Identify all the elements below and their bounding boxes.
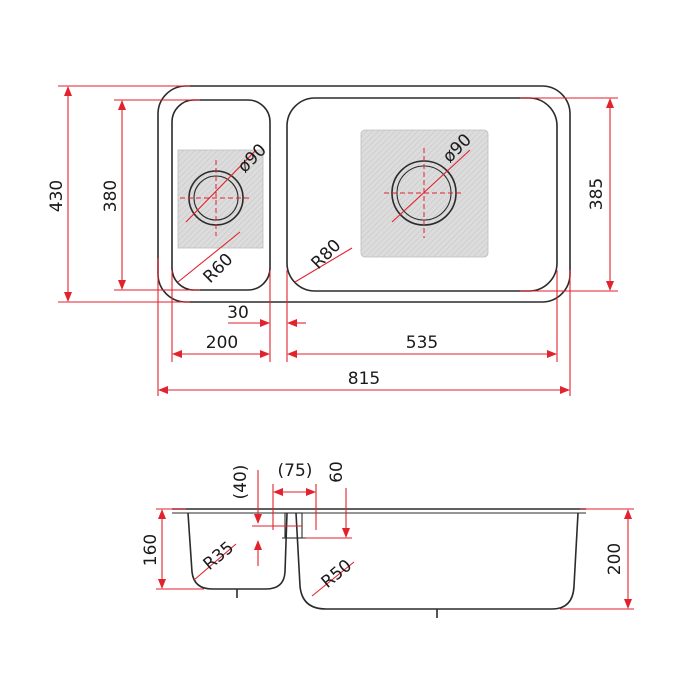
dim-200-plan xyxy=(172,350,270,358)
r35-leader xyxy=(193,543,237,581)
label-75: (75) xyxy=(278,461,313,481)
dim-30 xyxy=(228,319,306,327)
r80-leader xyxy=(294,247,353,283)
large-bowl-outline xyxy=(286,97,558,292)
plan-view: 430 380 385 ø90 ø90 R60 R80 30 200 535 8… xyxy=(47,85,618,396)
large-drain xyxy=(384,148,471,238)
r50-leader xyxy=(311,561,355,597)
label-380: 380 xyxy=(101,180,121,212)
dim-380 xyxy=(114,99,200,291)
small-bowl-pad xyxy=(177,149,264,249)
small-bowl-profile xyxy=(187,512,288,590)
dim-385 xyxy=(520,97,618,292)
label-40: (40) xyxy=(231,465,251,500)
dim-40 xyxy=(252,470,302,566)
dim-60 xyxy=(306,488,352,539)
r60-leader xyxy=(177,231,241,283)
label-r80: R80 xyxy=(308,236,346,274)
section-view: (40) (75) 60 160 200 R35 R50 xyxy=(141,461,634,618)
sink-outer-rim xyxy=(157,85,571,303)
dim-75 xyxy=(272,484,317,530)
dim-535 xyxy=(287,350,557,358)
label-60: 60 xyxy=(327,461,347,483)
label-200-plan: 200 xyxy=(206,333,238,353)
dim-815 xyxy=(158,386,570,394)
label-535: 535 xyxy=(406,333,438,353)
dim-430 xyxy=(58,85,190,303)
label-r60: R60 xyxy=(200,250,238,288)
label-200-section: 200 xyxy=(605,543,625,575)
label-160: 160 xyxy=(141,534,161,566)
small-bowl-outline xyxy=(171,99,271,291)
label-385: 385 xyxy=(587,178,607,210)
label-815: 815 xyxy=(348,369,380,389)
label-30: 30 xyxy=(227,303,249,323)
label-430: 430 xyxy=(47,180,67,212)
dim-200-section xyxy=(560,508,634,610)
dim-160 xyxy=(156,508,204,590)
small-drain xyxy=(180,149,257,236)
label-r35: R35 xyxy=(200,538,238,575)
